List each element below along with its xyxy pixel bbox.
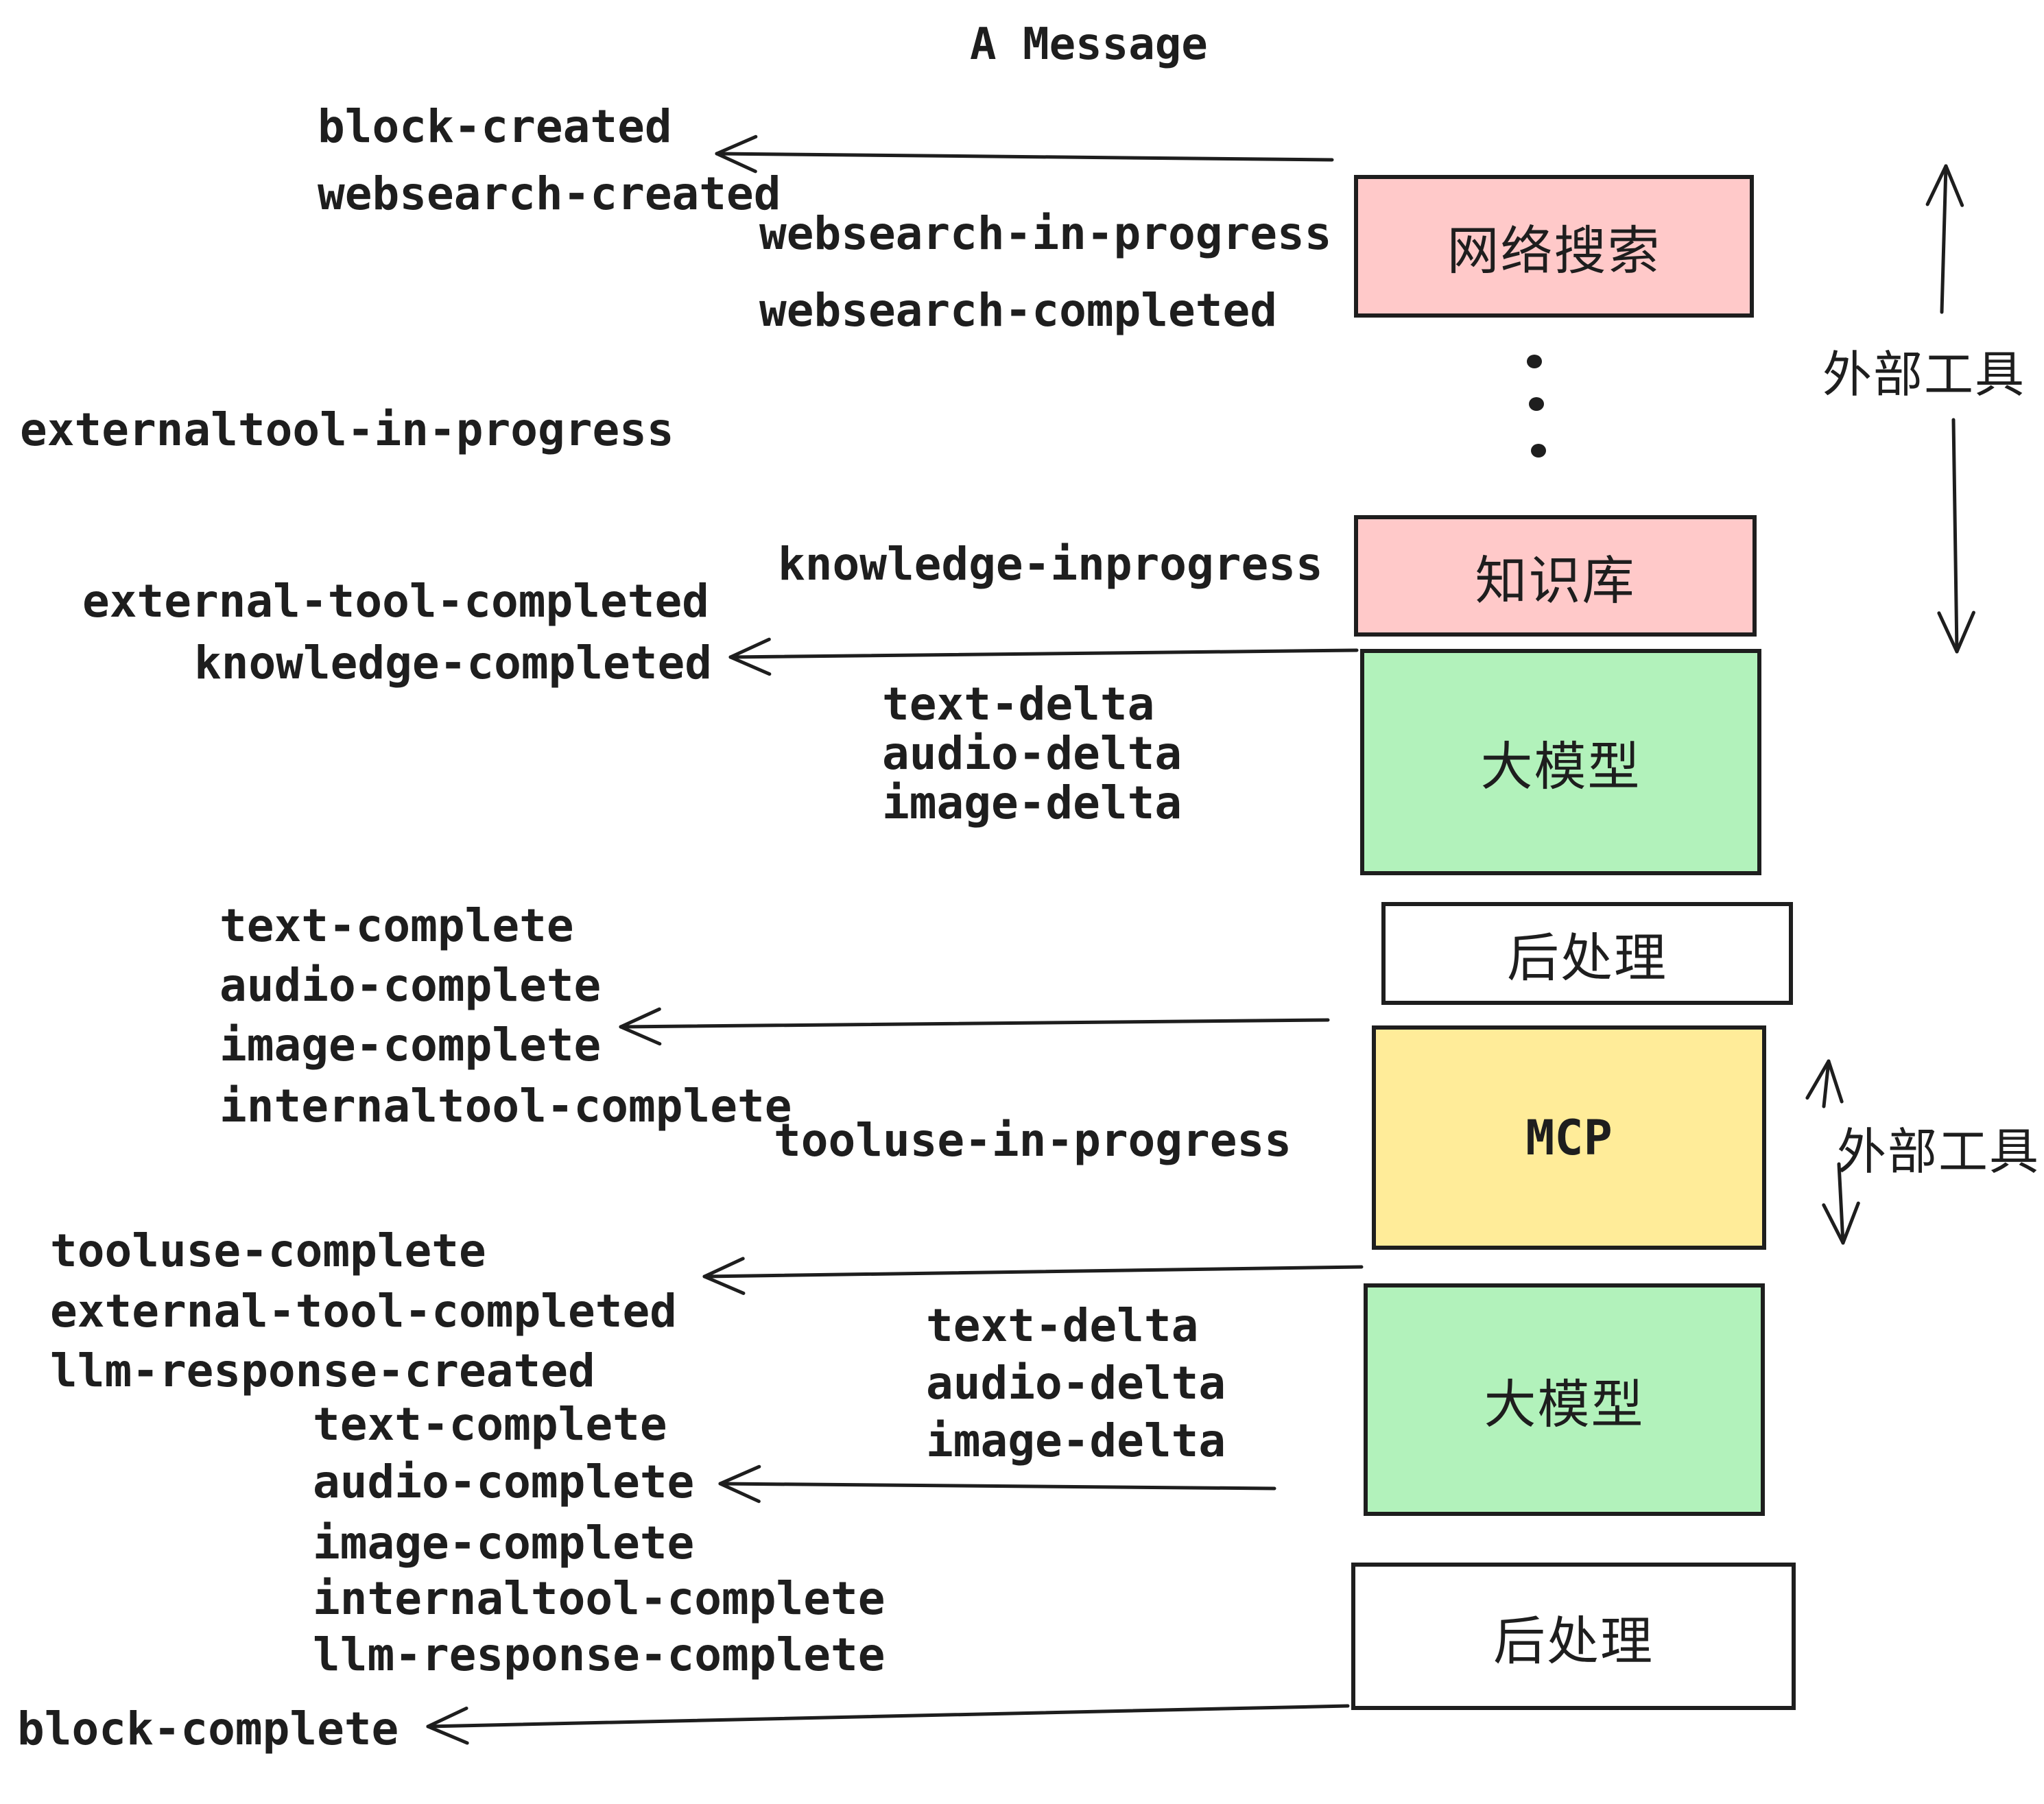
arrow-to-knowledge-completed bbox=[728, 637, 1359, 676]
event-label-knowledge-completed: knowledge-completed bbox=[194, 637, 712, 689]
arrow-to-block-complete bbox=[426, 1704, 1350, 1745]
event-label-audio-delta: audio-delta bbox=[882, 727, 1183, 780]
event-label-websearch-created: websearch-created bbox=[318, 167, 781, 220]
external-tools-range-arrow-up-2 bbox=[1805, 1059, 1844, 1108]
external-tools-range-arrow-down-1 bbox=[1937, 418, 1975, 654]
event-label-audio-delta: audio-delta bbox=[926, 1357, 1226, 1410]
event-label-image-complete: image-complete bbox=[219, 1019, 602, 1071]
event-label-text-complete: text-complete bbox=[313, 1398, 667, 1451]
postprocess-box-1-label: 后处理 bbox=[1507, 927, 1667, 988]
event-label-llm-response-complete: llm-response-complete bbox=[313, 1628, 886, 1681]
event-label-internaltool-complete: internaltool-complete bbox=[313, 1572, 886, 1625]
websearch-box: 网络搜索 bbox=[1354, 175, 1754, 318]
external-tools-annotation-1: 外部工具 bbox=[1822, 346, 2026, 403]
event-label-external-tool-completed: external-tool-completed bbox=[82, 575, 709, 628]
llm-box-1-label: 大模型 bbox=[1480, 736, 1641, 797]
event-label-block-complete: block-complete bbox=[17, 1702, 399, 1755]
arrow-to-image-complete bbox=[619, 1007, 1330, 1046]
postprocess-box-2-label: 后处理 bbox=[1493, 1610, 1654, 1672]
ellipsis-dot bbox=[1527, 355, 1542, 368]
event-label-audio-complete: audio-complete bbox=[219, 959, 602, 1012]
llm-box-1: 大模型 bbox=[1360, 649, 1761, 875]
arrow-to-block-created bbox=[715, 134, 1334, 174]
event-label-tooluse-in-progress: tooluse-in-progress bbox=[774, 1114, 1292, 1167]
diagram-title: A Message bbox=[970, 19, 1208, 70]
event-label-image-delta: image-delta bbox=[926, 1414, 1226, 1467]
mcp-box: MCP bbox=[1372, 1025, 1766, 1250]
ellipsis-dot bbox=[1531, 444, 1546, 458]
event-label-text-delta: text-delta bbox=[882, 678, 1155, 731]
event-label-websearch-completed: websearch-completed bbox=[759, 284, 1277, 337]
event-label-text-complete: text-complete bbox=[219, 899, 574, 952]
event-label-block-created: block-created bbox=[318, 100, 672, 153]
arrow-to-external-tool-completed bbox=[702, 1257, 1364, 1295]
postprocess-box-1: 后处理 bbox=[1381, 902, 1793, 1005]
event-label-audio-complete: audio-complete bbox=[313, 1456, 695, 1508]
ellipsis-dot bbox=[1529, 397, 1544, 411]
event-label-text-delta: text-delta bbox=[926, 1299, 1199, 1352]
llm-box-2-label: 大模型 bbox=[1484, 1373, 1645, 1435]
event-label-websearch-in-progress: websearch-in-progress bbox=[759, 207, 1332, 260]
knowledge-base-box-label: 知识库 bbox=[1475, 549, 1636, 611]
postprocess-box-2: 后处理 bbox=[1351, 1563, 1796, 1710]
event-label-externaltool-in-progress: externaltool-in-progress bbox=[20, 403, 674, 456]
websearch-box-label: 网络搜索 bbox=[1447, 220, 1661, 281]
event-label-llm-response-created: llm-response-created bbox=[50, 1344, 595, 1397]
arrow-to-audio-complete bbox=[718, 1464, 1276, 1504]
event-label-tooluse-complete: tooluse-complete bbox=[50, 1224, 486, 1277]
event-label-knowledge-inprogress: knowledge-inprogress bbox=[778, 538, 1323, 591]
llm-box-2: 大模型 bbox=[1364, 1283, 1765, 1516]
external-tools-range-arrow-up-1 bbox=[1925, 164, 1964, 314]
event-label-internaltool-complete: internaltool-complete bbox=[219, 1080, 792, 1132]
external-tools-range-arrow-down-2 bbox=[1822, 1162, 1860, 1245]
event-label-external-tool-completed: external-tool-completed bbox=[50, 1285, 677, 1338]
external-tools-annotation-2: 外部工具 bbox=[1837, 1123, 2041, 1180]
event-label-image-complete: image-complete bbox=[313, 1517, 695, 1569]
mcp-box-label: MCP bbox=[1525, 1109, 1613, 1166]
knowledge-base-box: 知识库 bbox=[1354, 515, 1757, 637]
event-label-image-delta: image-delta bbox=[882, 776, 1183, 829]
